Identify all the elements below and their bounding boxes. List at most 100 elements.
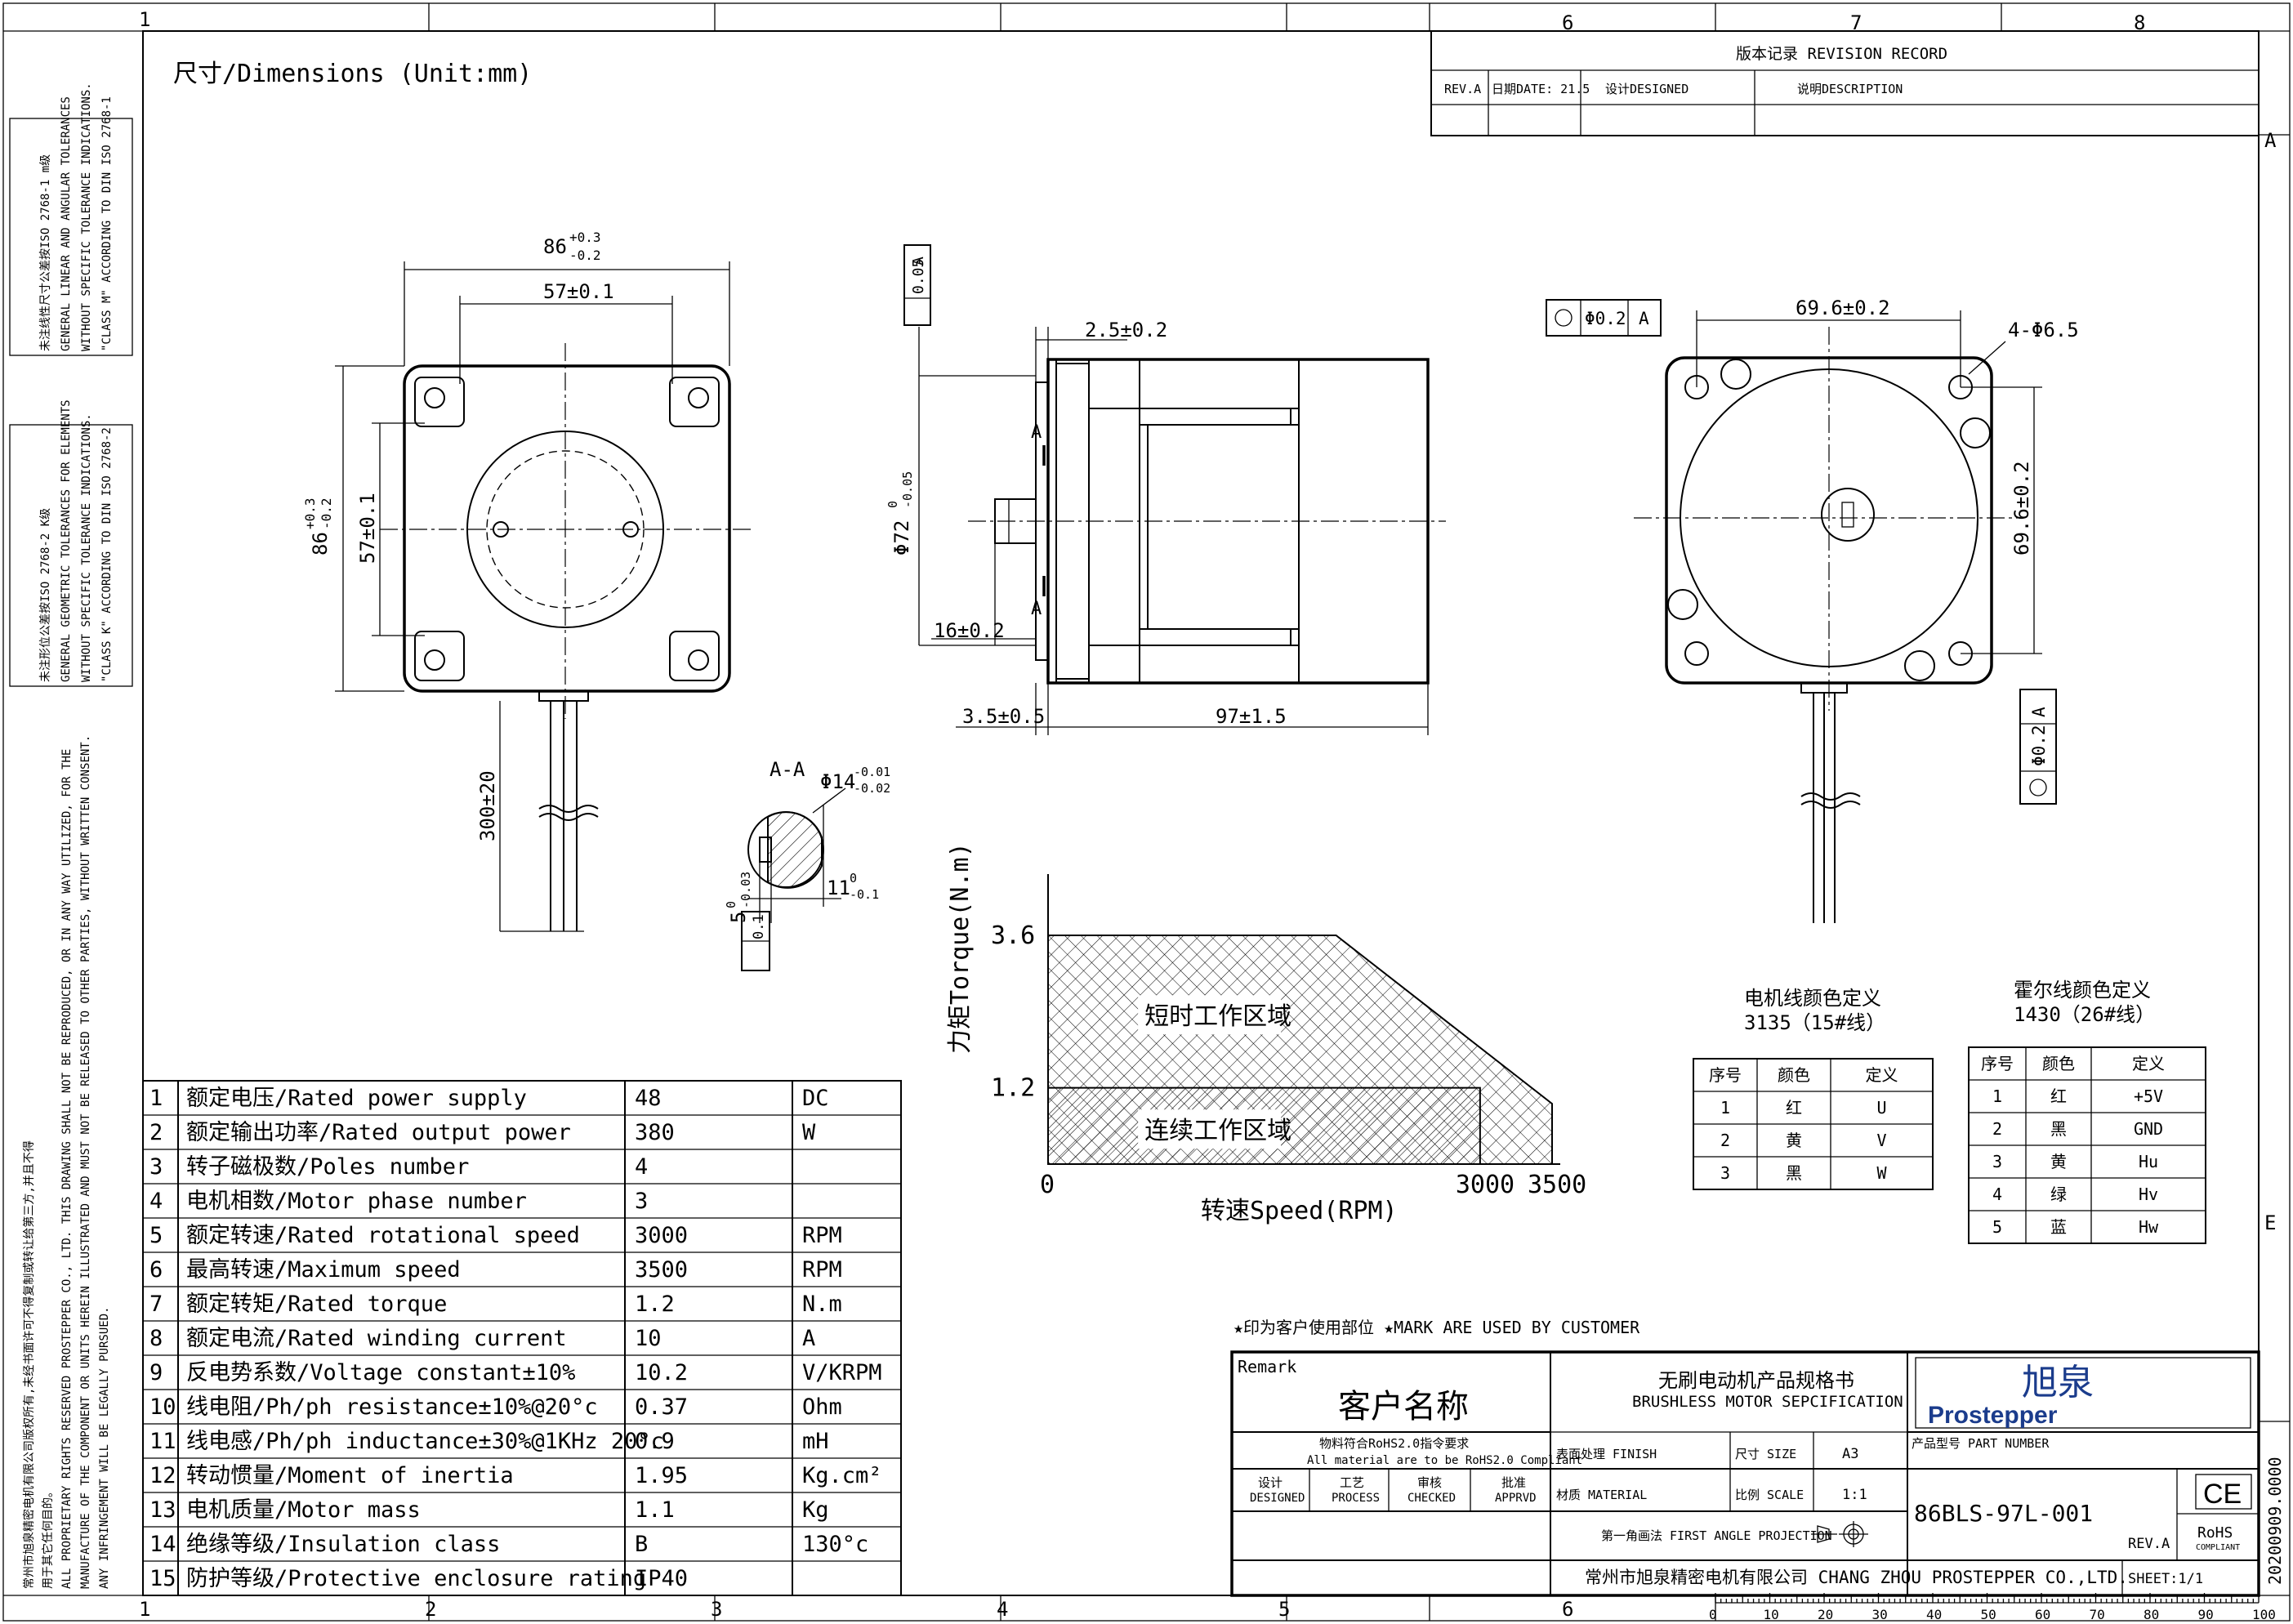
svg-text:比例 SCALE: 比例 SCALE — [1735, 1488, 1804, 1502]
front-view-dimensions: 86 +0.3 -0.2 57±0.1 86 +0.3 -0.2 57±0.1 … — [302, 230, 614, 841]
spec-no: 12 — [149, 1463, 176, 1488]
wire-cell: 黑 — [2050, 1119, 2067, 1139]
chart-region-label-bg — [1138, 1109, 1282, 1149]
spec-no: 1 — [149, 1086, 163, 1111]
svg-text:A: A — [1639, 309, 1649, 328]
ruler-label: 40 — [1926, 1607, 1942, 1622]
svg-text:5: 5 — [727, 912, 750, 923]
svg-text:1: 1 — [139, 1598, 150, 1621]
chart-x-tick: 0 — [1040, 1171, 1055, 1199]
svg-text:-0.01: -0.01 — [854, 765, 890, 779]
chart-x-label: 转速Speed(RPM) — [1201, 1197, 1398, 1225]
svg-text:无刷电动机产品规格书: 无刷电动机产品规格书 — [1658, 1369, 1854, 1392]
tolerance-note-2: 未注形位公差按ISO 2768-2 K级 GENERAL GEOMETRIC T… — [39, 399, 114, 682]
column-numbers-bottom: 1 2 3 4 5 6 — [139, 1598, 1573, 1621]
rear-view-dimensions: 69.6±0.2 4-Φ6.5 69.6±0.2 Φ0.2 A Φ0.2 A — [1585, 297, 2079, 766]
svg-text:8: 8 — [2134, 11, 2145, 34]
wire-cell: 黄 — [2050, 1152, 2067, 1171]
spec-val: 1.1 — [635, 1497, 675, 1523]
svg-text:86BLS-97L-001: 86BLS-97L-001 — [1914, 1500, 2093, 1527]
svg-text:+0.3: +0.3 — [569, 230, 601, 245]
spec-val: IP40 — [635, 1566, 688, 1591]
spec-no: 11 — [149, 1429, 176, 1454]
column-ticks — [428, 3, 2002, 1621]
svg-text:69.6±0.2: 69.6±0.2 — [1796, 297, 1890, 319]
ruler-label: 10 — [1764, 1607, 1779, 1622]
spec-name: 绝缘等级/Insulation class — [186, 1532, 500, 1557]
spec-val: 3500 — [635, 1257, 688, 1283]
spec-name: 转动惯量/Moment of inertia — [186, 1463, 514, 1488]
spec-val: 0.9 — [635, 1429, 675, 1454]
svg-text:3.5±0.5: 3.5±0.5 — [962, 705, 1045, 728]
spec-name: 电机质量/Motor mass — [186, 1497, 421, 1523]
tolerance-note-box-2 — [9, 424, 133, 687]
svg-text:BRUSHLESS MOTOR SEPCIFICATION: BRUSHLESS MOTOR SEPCIFICATION — [1632, 1393, 1903, 1411]
spec-val: 10.2 — [635, 1360, 688, 1385]
revision-record: 版本记录 REVISION RECORD REV.A 日期DATE: 21.5 … — [1430, 30, 2260, 136]
svg-text:A: A — [910, 257, 927, 265]
svg-text:霍尔线颜色定义: 霍尔线颜色定义 — [2014, 979, 2151, 1002]
svg-text:工艺: 工艺 — [1340, 1475, 1364, 1490]
svg-text:设计DESIGNED: 设计DESIGNED — [1605, 82, 1689, 96]
wire-cell: 绿 — [2050, 1185, 2067, 1204]
chart-region-label-short-term: 短时工作区域 — [1144, 1002, 1291, 1031]
wire-cell: Hu — [2139, 1152, 2158, 1171]
svg-text:RoHS: RoHS — [2197, 1524, 2233, 1541]
spec-unit: mH — [802, 1429, 829, 1454]
copyright-note: 常州市旭泉精密电机有限公司版权所有,未经书面许可不得复制或转让给第三方,并且不得… — [22, 735, 111, 1589]
svg-text:7: 7 — [1850, 11, 1862, 34]
wire-cell: 4 — [1992, 1185, 2002, 1204]
wire-cell: V — [1876, 1131, 1886, 1150]
svg-text:WITHOUT SPECIFIC TOLERANCE IND: WITHOUT SPECIFIC TOLERANCE INDICATIONS. — [80, 83, 93, 351]
spec-unit: A — [802, 1326, 815, 1351]
spec-val: 0.37 — [635, 1394, 688, 1420]
svg-text:用于其它任何目的。: 用于其它任何目的。 — [41, 1486, 55, 1589]
wire-cell: 黑 — [1786, 1163, 1802, 1183]
svg-text:CHECKED: CHECKED — [1407, 1492, 1456, 1505]
svg-text:日期DATE: 21.5: 日期DATE: 21.5 — [1492, 82, 1590, 96]
spec-name: 转子磁极数/Poles number — [186, 1154, 469, 1180]
row-letter-a: A — [2264, 129, 2277, 152]
wire-cell: 颜色 — [1778, 1065, 1810, 1085]
spec-val: B — [635, 1532, 648, 1557]
spec-val: 1.2 — [635, 1292, 675, 1317]
tolerance-note-1: 未注线性尺寸公差按ISO 2768-1 m级 GENERAL LINEAR AN… — [39, 83, 114, 351]
spec-unit: W — [802, 1120, 816, 1145]
wire-cell: 1 — [1992, 1086, 2002, 1106]
spec-no: 15 — [149, 1566, 176, 1591]
svg-text:6: 6 — [1562, 11, 1573, 34]
svg-text:-0.2: -0.2 — [569, 248, 601, 263]
svg-text:Φ0.2: Φ0.2 — [1585, 309, 1626, 328]
svg-text:材质 MATERIAL: 材质 MATERIAL — [1556, 1488, 1647, 1502]
ruler-label: 100 — [2252, 1607, 2276, 1622]
svg-text:3135（15#线）: 3135（15#线） — [1744, 1011, 1885, 1034]
vertical-doc-code: 20200909.0000 — [2265, 1457, 2285, 1585]
chart-y-tick: 1.2 — [991, 1074, 1035, 1103]
spec-no: 14 — [149, 1532, 176, 1557]
spec-name: 电机相数/Motor phase number — [186, 1189, 527, 1214]
spec-unit: Kg — [802, 1497, 829, 1523]
svg-text:4: 4 — [997, 1598, 1008, 1621]
svg-text:0: 0 — [724, 901, 738, 908]
wire-cell: Hw — [2139, 1217, 2159, 1237]
svg-text:1430（26#线）: 1430（26#线） — [2014, 1003, 2155, 1026]
svg-text:-0.05: -0.05 — [900, 471, 915, 508]
svg-text:+0.3: +0.3 — [302, 497, 318, 529]
ruler-label: 0 — [1709, 1607, 1717, 1622]
ruler-label: 90 — [2198, 1607, 2214, 1622]
svg-text:-0.02: -0.02 — [854, 781, 890, 796]
wire-cell: 3 — [1992, 1152, 2002, 1171]
svg-text:未注线性尺寸公差按ISO 2768-1 m级: 未注线性尺寸公差按ISO 2768-1 m级 — [39, 154, 52, 351]
spec-name: 额定电压/Rated power supply — [186, 1086, 527, 1111]
spec-no: 2 — [149, 1120, 163, 1145]
section-aa — [741, 787, 846, 971]
svg-text:1:1: 1:1 — [1842, 1487, 1867, 1503]
chart-y-label: 力矩Torque(N.m) — [946, 842, 975, 1054]
spec-unit: Kg.cm² — [802, 1463, 882, 1488]
svg-text:97±1.5: 97±1.5 — [1216, 705, 1287, 728]
spec-name: 最高转速/Maximum speed — [186, 1257, 461, 1283]
ruler-label: 70 — [2090, 1607, 2105, 1622]
spec-val: 10 — [635, 1326, 662, 1351]
svg-text:ANY INFRINGEMENT WILL BE LEGAL: ANY INFRINGEMENT WILL BE LEGALLY PURSUED… — [98, 1306, 111, 1589]
